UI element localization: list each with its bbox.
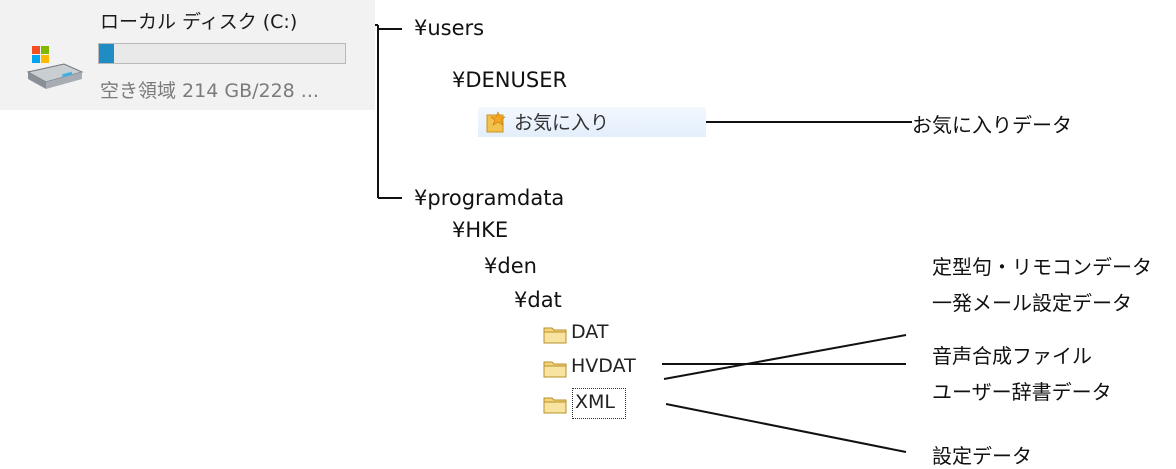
hard-drive-icon	[26, 46, 84, 89]
node-programdata: ¥programdata	[414, 186, 565, 210]
favorites-label: お気に入り	[514, 112, 610, 134]
xml-selection-box	[572, 388, 626, 419]
favorites-row[interactable]	[478, 107, 706, 137]
desc-dat-line1: 定型句・リモコンデータ	[932, 255, 1152, 279]
desc-hvdat-line2: ユーザー辞書データ	[932, 380, 1112, 404]
folder-icon	[543, 327, 567, 344]
folder-xml[interactable]: XML	[575, 391, 615, 413]
drive-usage-fill	[99, 44, 114, 63]
desc-hvdat-line1: 音声合成ファイル	[932, 344, 1092, 368]
favorites-folder-icon	[486, 111, 506, 133]
node-denuser: ¥DENUSER	[452, 68, 568, 92]
folder-icon	[543, 361, 567, 378]
node-dat-dir: ¥dat	[514, 288, 562, 312]
node-den: ¥den	[484, 254, 537, 278]
dat-pointer	[663, 334, 907, 380]
drive-usage-bar	[98, 43, 346, 64]
xml-pointer	[665, 403, 907, 453]
drive-free-space: 空き領域 214 GB/228 ...	[100, 80, 319, 102]
node-hke: ¥HKE	[452, 218, 509, 242]
desc-dat-line2: 一発メール設定データ	[932, 291, 1132, 315]
folder-hvdat[interactable]: HVDAT	[571, 355, 636, 377]
folder-dat[interactable]: DAT	[571, 321, 609, 343]
desc-xml-data: 設定データ	[932, 444, 1032, 468]
drive-name: ローカル ディスク (C:)	[100, 11, 298, 33]
node-users: ¥users	[414, 16, 485, 40]
desc-favorites-data: お気に入りデータ	[912, 113, 1072, 137]
folder-icon	[543, 397, 567, 414]
